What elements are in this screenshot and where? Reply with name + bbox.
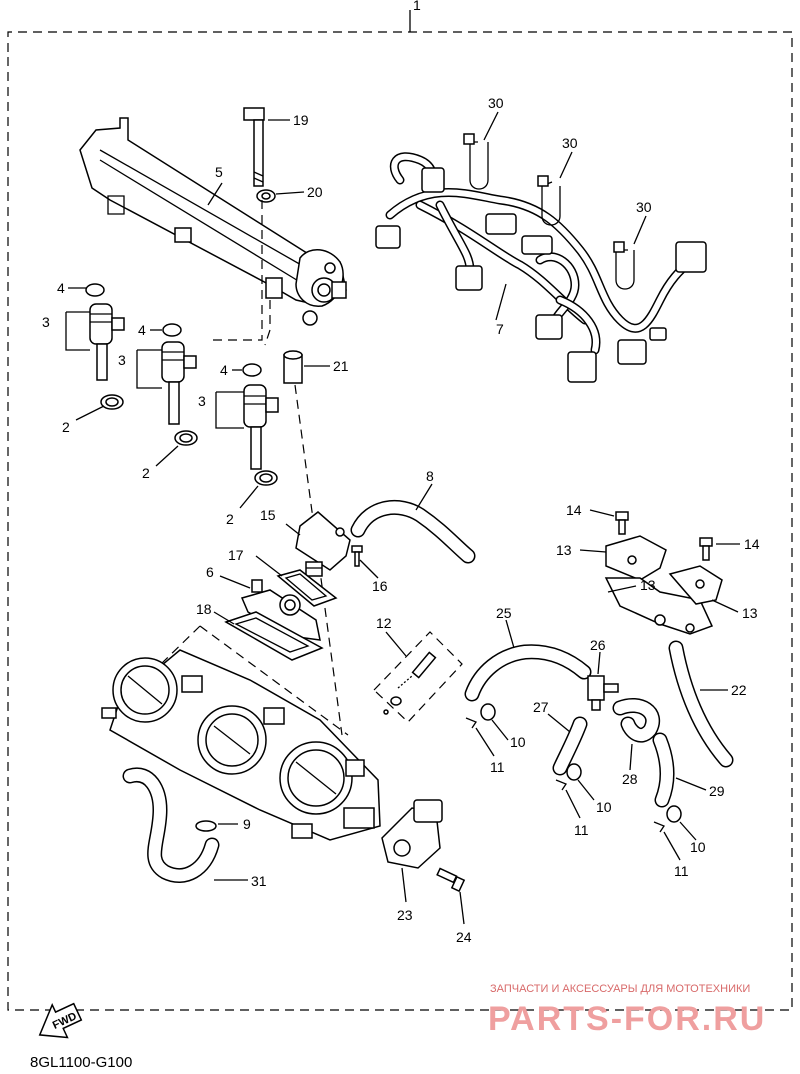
- callout-11c: 11: [674, 863, 689, 879]
- screw-16: [351, 545, 363, 567]
- callout-12: 12: [376, 615, 392, 631]
- sensor-15: [295, 511, 351, 577]
- callout-14b: 14: [744, 536, 760, 552]
- throttle-body-assembly: [101, 649, 381, 841]
- joint-6: [240, 579, 321, 641]
- sensor-23: [381, 799, 443, 869]
- callout-10c: 10: [690, 839, 706, 855]
- callout-22: 22: [731, 682, 747, 698]
- fwd-arrow-icon: FWD: [38, 1002, 83, 1039]
- callout-10b: 10: [596, 799, 612, 815]
- gasket-17: [276, 569, 338, 607]
- hose-8: [350, 499, 476, 564]
- fuel-rail: [79, 117, 347, 326]
- callout-31: 31: [251, 873, 267, 889]
- callout-2c: 2: [226, 511, 234, 527]
- callout-28: 28: [622, 771, 638, 787]
- callout-26: 26: [590, 637, 606, 653]
- callout-15: 15: [260, 507, 276, 523]
- watermark-tagline: ЗАПЧАСТИ И АКСЕССУАРЫ ДЛЯ МОТОТЕХНИКИ: [490, 983, 750, 995]
- assembly-boundary: 1: [7, 0, 793, 1011]
- clamp-10b: [566, 763, 582, 781]
- callout-25: 25: [496, 605, 512, 621]
- joint-26: [587, 675, 619, 711]
- callout-10a: 10: [510, 734, 526, 750]
- callout-13c: 13: [742, 605, 758, 621]
- injector-1: [85, 283, 125, 410]
- watermark: ЗАПЧАСТИ И АКСЕССУАРЫ ДЛЯ МОТОТЕХНИКИ PA…: [488, 983, 766, 1038]
- callout-8: 8: [426, 468, 434, 484]
- clip-9: [195, 820, 217, 832]
- callout-4b: 4: [138, 322, 146, 338]
- wire-harness: [375, 152, 707, 383]
- clip-11a: [465, 717, 477, 729]
- callout-4c: 4: [220, 362, 228, 378]
- diagram-code: 8GL1100-G100: [30, 1054, 132, 1071]
- hose-27: [552, 716, 588, 776]
- callout-2b: 2: [142, 465, 150, 481]
- washer-20: [256, 189, 276, 203]
- callout-6: 6: [206, 564, 214, 580]
- callout-16: 16: [372, 578, 388, 594]
- hose-28: [612, 698, 661, 743]
- callout-5: 5: [215, 164, 223, 180]
- hose-25: [464, 644, 592, 702]
- injector-2: [161, 323, 198, 446]
- clamp-10c: [666, 805, 682, 823]
- callout-11b: 11: [574, 822, 589, 838]
- callout-18: 18: [196, 601, 212, 617]
- clamp-10a: [480, 703, 496, 721]
- callout-21: 21: [333, 358, 349, 374]
- callout-2a: 2: [62, 419, 70, 435]
- bolt-14b: [699, 537, 713, 561]
- callout-19: 19: [293, 112, 309, 128]
- clip-11b: [555, 779, 567, 791]
- callout-20: 20: [307, 184, 323, 200]
- callout-3c: 3: [198, 393, 206, 409]
- callout-30b: 30: [562, 135, 578, 151]
- collar-21: [283, 350, 303, 384]
- callout-24: 24: [456, 929, 472, 945]
- clip-11c: [653, 821, 665, 833]
- watermark-brand: PARTS-FOR.RU: [488, 1000, 766, 1038]
- callout-30a: 30: [488, 95, 504, 111]
- callout-17: 17: [228, 547, 244, 563]
- callout-4a: 4: [57, 280, 65, 296]
- callout-30c: 30: [636, 199, 652, 215]
- callout-13a: 13: [556, 542, 572, 558]
- bolt-24: [436, 867, 466, 893]
- gasket-18: [224, 611, 324, 661]
- hose-31: [122, 767, 220, 883]
- callout-14a: 14: [566, 502, 582, 518]
- callout-11a: 11: [490, 759, 505, 775]
- callout-7: 7: [496, 321, 504, 337]
- bracket-13: [604, 535, 723, 635]
- callout-1: 1: [413, 0, 421, 13]
- callout-3b: 3: [118, 352, 126, 368]
- bolt-14a: [615, 511, 629, 535]
- callout-3a: 3: [42, 314, 50, 330]
- clip-30a: [463, 133, 489, 190]
- bolt-19: [243, 107, 265, 187]
- callout-29: 29: [709, 783, 725, 799]
- hose-22: [668, 640, 734, 768]
- screw-kit-12: [373, 631, 463, 723]
- callout-23: 23: [397, 907, 413, 923]
- injector-3: [242, 363, 279, 486]
- callout-9: 9: [243, 816, 251, 832]
- clip-30c: [613, 241, 635, 290]
- callout-27: 27: [533, 699, 549, 715]
- callout-13b: 13: [640, 577, 656, 593]
- clip-30b: [537, 175, 561, 226]
- hose-29: [652, 732, 675, 808]
